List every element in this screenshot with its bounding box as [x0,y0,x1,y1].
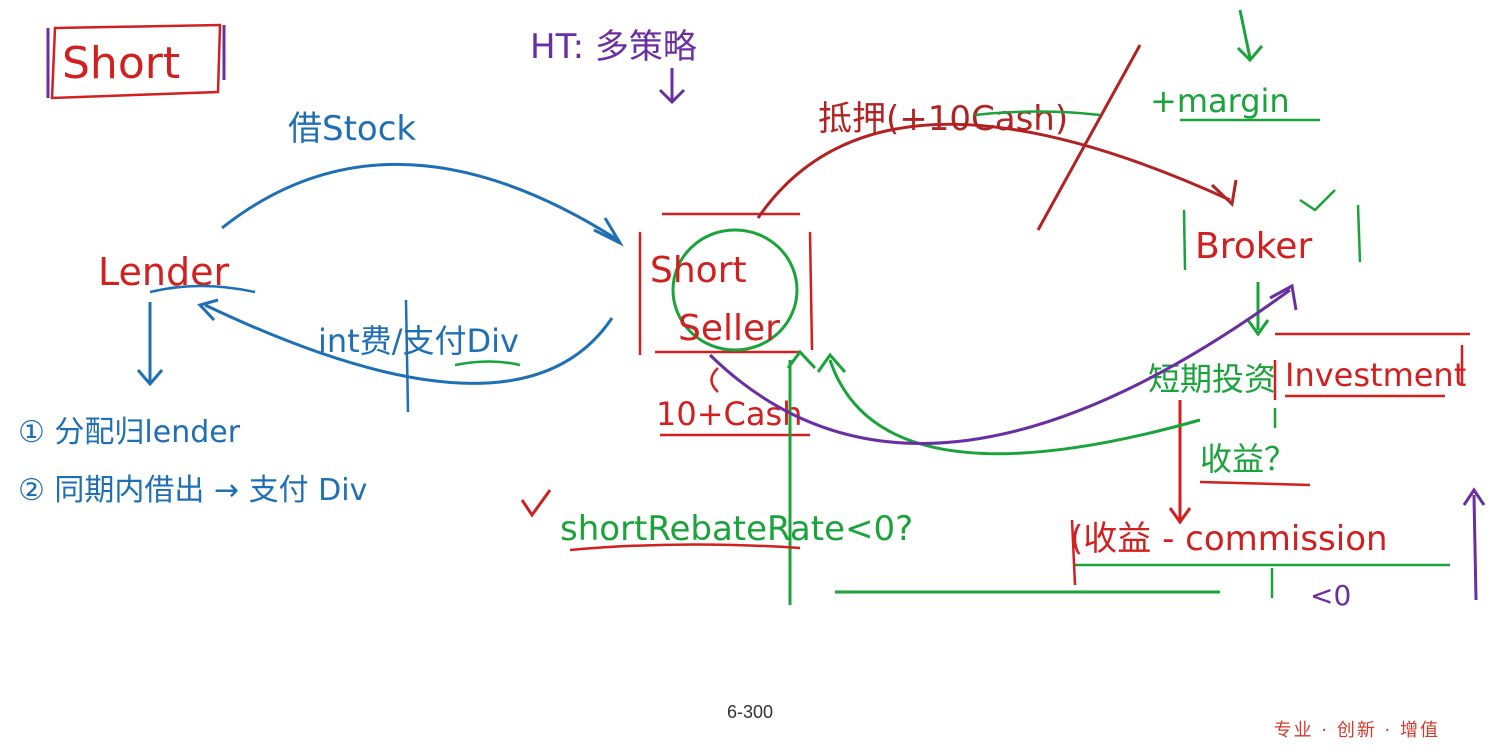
lender-underline [149,284,256,294]
strike-through [1036,44,1142,231]
arrow-head [1210,179,1238,208]
green-return-arc [828,359,1201,456]
lender-note-2: ② 同期内借出 → 支付 Div [18,473,367,508]
short-title: Short [62,38,180,89]
arrow-head [197,298,219,322]
income-commission-label: (收益 - commission [1070,519,1388,559]
rebate-label: shortRebateRate<0? [560,509,913,549]
purple-up-arrow [1472,494,1478,601]
check-mark [520,489,552,518]
arrow-head [1236,45,1264,63]
pledge-underline [974,110,1101,117]
arrow-head [816,352,847,373]
pledge-label: 抵押(+10Cash) [818,99,1068,139]
yield-label: 收益？ [1200,440,1296,478]
income-left-bracket [1070,519,1077,586]
purple-flow-curve [708,288,1291,445]
yield-underline [1199,480,1311,487]
short-seller-circle [671,228,799,352]
short-seller-line1: Short [650,250,747,291]
slogan: 专业 · 创新 · 增值 [1273,720,1440,741]
borrow-stock-arrow [221,163,619,242]
arrow-head [1246,319,1270,337]
margin-label: +margin [1150,82,1290,120]
interest-div-arrow [204,303,614,385]
margin-arrow [1238,9,1252,59]
arrow-head [593,217,624,247]
strategy-note: HT: 多策略 [530,27,697,105]
pledge-arrow [756,122,1231,219]
short-title-box: Short [46,23,226,100]
broker-box: Broker [1182,189,1362,271]
lender-note-1: ① 分配归lender [18,415,241,450]
investment-label: Investment [1285,356,1466,394]
rebate-underline [569,543,801,552]
short-seller-box: Short Seller [638,212,814,355]
cash-hook [710,367,719,393]
strategy-note-text: HT: 多策略 [530,27,697,67]
short-seller-line2: Seller [678,308,780,349]
divider-line [404,299,410,413]
arrow-head [786,349,817,370]
arrow-head [1168,507,1192,525]
cash-label: 10+Cash [656,395,802,433]
div-underline [454,360,521,367]
short-term-invest-label: 短期投资 [1148,360,1276,398]
borrow-stock-label: 借Stock [288,109,416,149]
arrow-head [1462,487,1486,506]
broker-label: Broker [1195,226,1312,267]
less-than-zero-label: <0 [1310,579,1351,612]
interest-div-label: int费/支付Div [318,322,519,360]
arrow-head [136,369,164,387]
page-number: 6-300 [726,702,774,722]
arrow-head [1269,283,1298,311]
